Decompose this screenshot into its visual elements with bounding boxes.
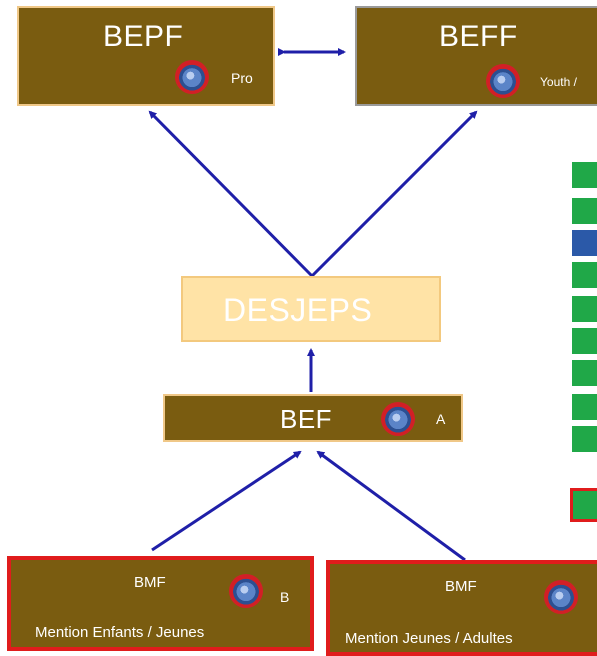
desjeps-box: DESJEPS <box>181 276 441 342</box>
legend-stripe <box>572 260 597 288</box>
legend-key-swatch <box>570 488 597 522</box>
bmf-left-title: BMF <box>134 574 166 591</box>
bmf-right-box: BMF Mention Jeunes / Adultes <box>326 560 597 656</box>
arrow-desjeps-to-bepf <box>148 110 314 278</box>
arrow-bmf-right-to-bef <box>316 450 466 562</box>
legend-stripe <box>572 294 597 322</box>
uefa-logo-icon <box>175 60 209 94</box>
bmf-right-title: BMF <box>445 578 477 595</box>
uefa-logo-icon <box>229 574 263 608</box>
uefa-logo-icon <box>486 64 520 98</box>
legend-stripe <box>572 358 597 386</box>
bef-badge: A <box>436 411 446 427</box>
legend-stripe <box>572 160 597 188</box>
uefa-logo-icon <box>381 402 415 436</box>
bmf-left-mention: Mention Enfants / Jeunes <box>35 624 205 641</box>
desjeps-title: DESJEPS <box>223 292 373 328</box>
legend-stripe <box>572 228 597 256</box>
beff-badge: Youth / <box>540 75 577 89</box>
uefa-logo-icon <box>544 580 578 614</box>
bepf-title: BEPF <box>103 20 184 53</box>
bef-box: BEF A <box>163 394 463 442</box>
bepf-badge: Pro <box>231 70 253 86</box>
bef-title: BEF <box>280 404 333 434</box>
arrow-bmf-left-to-bef <box>151 450 302 552</box>
beff-title: BEFF <box>439 20 518 53</box>
legend-stripe <box>572 326 597 354</box>
bmf-right-mention: Mention Jeunes / Adultes <box>345 630 513 647</box>
beff-box: BEFF Youth / <box>355 6 597 106</box>
legend-stripe <box>572 196 597 224</box>
bmf-left-badge: B <box>280 589 290 605</box>
bmf-left-box: BMF B Mention Enfants / Jeunes <box>7 556 314 651</box>
legend-stripe <box>572 424 597 452</box>
arrow-desjeps-to-beff <box>310 110 478 278</box>
bepf-box: BEPF Pro <box>17 6 275 106</box>
legend-stripe <box>572 392 597 420</box>
